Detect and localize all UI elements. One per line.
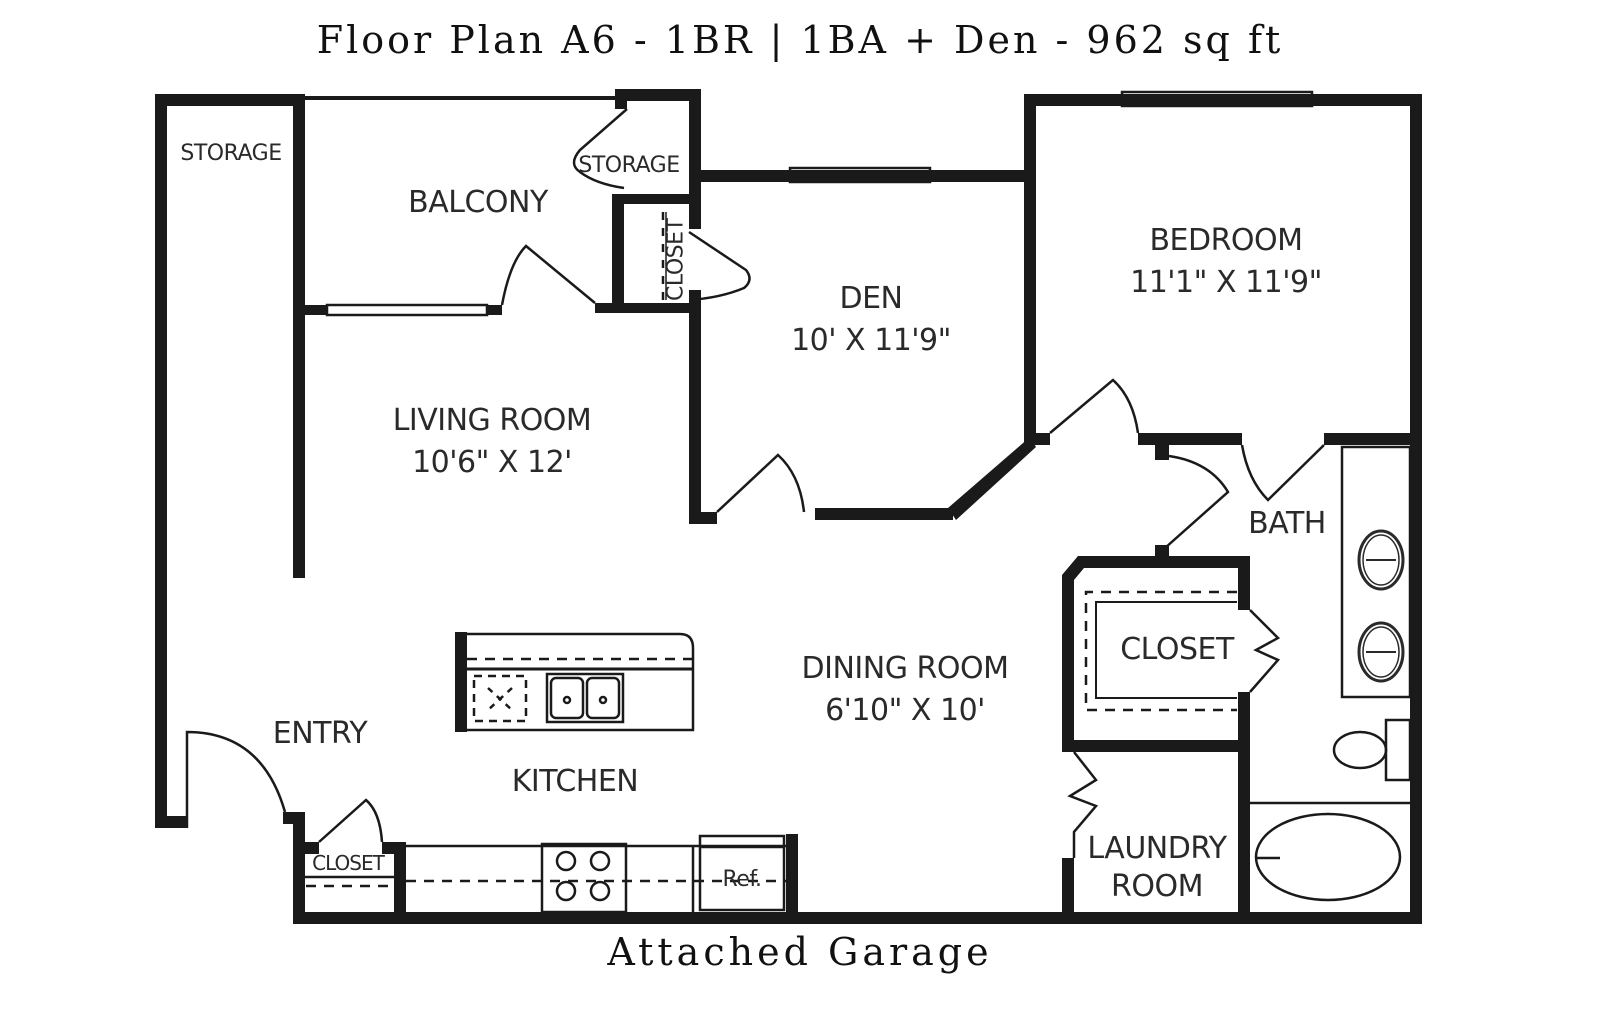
room-name: DEN <box>839 281 903 316</box>
room-name-line1: LAUNDRY <box>1087 831 1227 866</box>
room-name: BEDROOM <box>1149 223 1303 258</box>
room-name: DINING ROOM <box>801 651 1009 686</box>
double-sink-icon <box>545 672 625 724</box>
window-balcony <box>325 303 489 317</box>
room-dimensions: 11'1" X 11'9" <box>1130 264 1322 300</box>
room-label-bedroom: BEDROOM 11'1" X 11'9" <box>1130 222 1322 301</box>
window-den <box>788 166 932 184</box>
room-dimensions: 6'10" X 10' <box>825 692 985 728</box>
room-label-laundry-room: LAUNDRY ROOM <box>1087 830 1227 907</box>
room-label-closet-entry: CLOSET <box>312 851 385 875</box>
room-name: LIVING ROOM <box>392 403 592 438</box>
window-bedroom <box>1120 90 1314 108</box>
dishwasher-icon <box>472 674 528 723</box>
refrigerator-icon <box>698 834 786 912</box>
room-name-line2: ROOM <box>1111 869 1203 905</box>
room-label-storage-left: STORAGE <box>180 141 282 166</box>
room-label-entry: ENTRY <box>272 716 368 751</box>
room-label-dining-room: DINING ROOM 6'10" X 10' <box>802 650 1009 729</box>
page-title: Floor Plan A6 - 1BR | 1BA + Den - 962 sq… <box>316 18 1284 62</box>
garage-caption: Attached Garage <box>607 930 993 974</box>
room-label-den: DEN 10' X 11'9" <box>791 280 951 359</box>
room-label-balcony: BALCONY <box>408 185 548 220</box>
room-label-closet-bedroom: CLOSET <box>1120 632 1234 667</box>
fixtures-lines <box>185 90 1412 914</box>
bath-vanity <box>1340 445 1412 699</box>
room-dimensions: 10'6" X 12' <box>412 444 572 480</box>
refrigerator-label: Ref. <box>722 867 762 892</box>
room-label-living-room: LIVING ROOM 10'6" X 12' <box>393 402 592 481</box>
room-dimensions: 10' X 11'9" <box>791 322 951 358</box>
range-icon <box>540 842 628 914</box>
room-label-storage-top: STORAGE <box>578 153 680 178</box>
walls <box>155 89 1422 924</box>
bath-sinks <box>1357 529 1405 683</box>
room-label-kitchen: KITCHEN <box>511 764 639 799</box>
room-label-bath: BATH <box>1248 506 1326 541</box>
room-label-closet-den: CLOSET <box>663 218 689 301</box>
